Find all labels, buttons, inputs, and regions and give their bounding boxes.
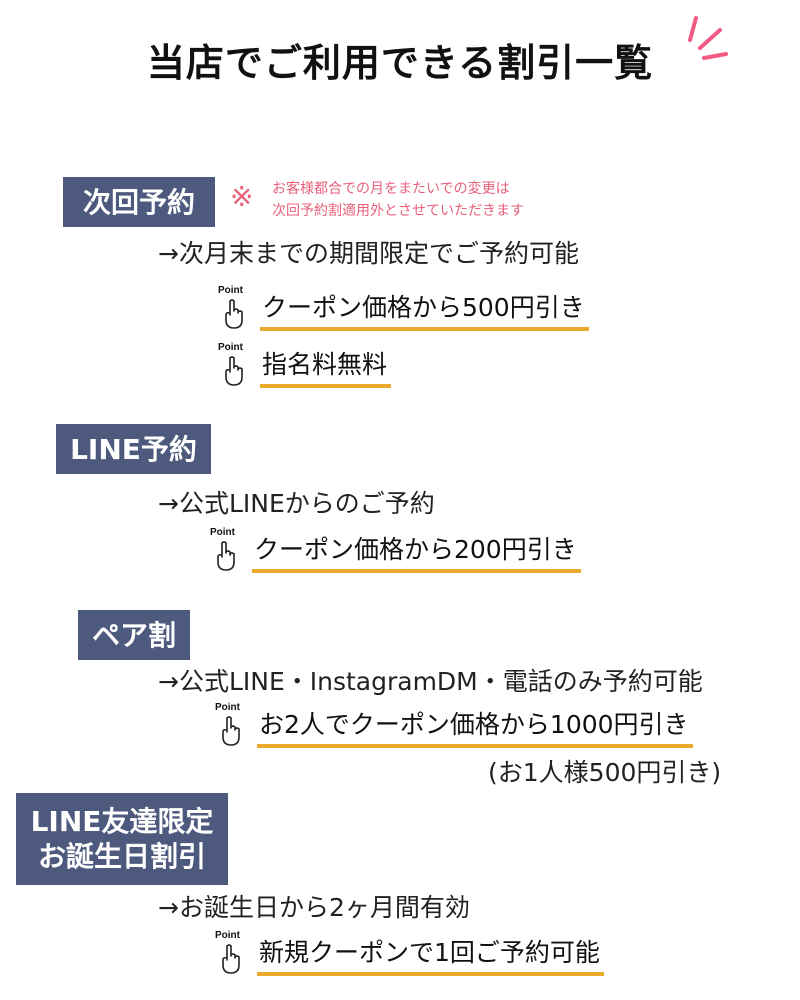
section-label-pair-discount: ペア割 [78,610,190,660]
point-badge: Point [215,702,249,748]
section-description: →お誕生日から2ヶ月間有効 [158,893,470,922]
section-description: →次月末までの期間限定でご予約可能 [158,239,579,268]
sub-note: (お1人様500円引き) [488,758,722,787]
pointing-hand-icon [222,944,240,974]
point-text: 新規クーポンで1回ご予約可能 [257,938,604,976]
note-line: お客様都合での月をまたいでの変更は [272,181,510,197]
point-text: 指名料無料 [260,350,392,388]
pointing-hand-icon [225,299,243,329]
section-label-line-reservation: LINE予約 [56,424,211,474]
section-label-birthday-discount: LINE友達限定 お誕生日割引 [16,793,228,885]
pointing-hand-icon [222,716,240,746]
point-badge: Point [218,285,252,331]
point-text: クーポン価格から200円引き [252,535,581,573]
point-item: Point お2人でクーポン価格から1000円引き [215,700,693,748]
point-badge: Point [210,527,244,573]
point-item: Point 指名料無料 [218,340,392,388]
point-item: Point クーポン価格から200円引き [210,525,581,573]
page-title: 当店でご利用できる割引一覧 [146,41,654,85]
point-badge: Point [215,930,249,976]
point-text: お2人でクーポン価格から1000円引き [257,710,693,748]
point-text: クーポン価格から500円引き [260,293,589,331]
section-description: →公式LINE・InstagramDM・電話のみ予約可能 [158,667,703,696]
point-item: Point 新規クーポンで1回ご予約可能 [215,928,604,976]
section-description: →公式LINEからのご予約 [158,489,435,518]
section-label-next-reservation: 次回予約 [63,177,215,227]
label-line: お誕生日割引 [37,840,206,873]
accent-lines-icon [688,16,728,60]
label-line: LINE友達限定 [30,805,214,838]
pointing-hand-icon [225,356,243,386]
point-badge: Point [218,342,252,388]
pointing-hand-icon [217,541,235,571]
reference-mark-icon: ※ [230,180,254,213]
point-item: Point クーポン価格から500円引き [218,283,589,331]
note-line: 次回予約割適用外とさせていただきます [272,203,524,220]
